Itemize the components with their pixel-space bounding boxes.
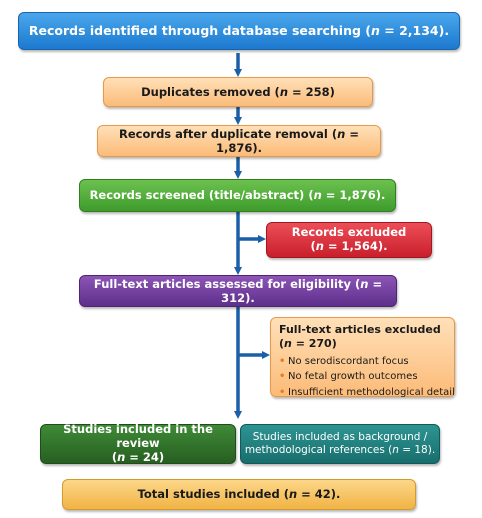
- bullet-icon: •: [279, 386, 286, 398]
- total-included-text: Total studies included (n = 42).: [137, 487, 341, 502]
- records-after-duplicates-box: Records after duplicate removal (n = 1,8…: [97, 125, 381, 157]
- bullet-icon: •: [279, 355, 286, 367]
- included-background-count: methodological references (n = 18).: [244, 444, 436, 456]
- included-background-text: Studies included as background / methodo…: [244, 431, 436, 456]
- records-identified-text: Records identified through database sear…: [28, 23, 450, 39]
- records-screened-text: Records screened (title/abstract) (n = 1…: [89, 188, 386, 203]
- bullet-icon: •: [279, 371, 286, 382]
- records-excluded-box: Records excluded (n = 1,564).: [266, 222, 432, 258]
- total-included-box: Total studies included (n = 42).: [62, 479, 416, 510]
- fulltext-excluded-box: Full-text articles excluded (n = 270) •N…: [270, 317, 455, 398]
- included-review-count: (n = 24): [111, 449, 165, 464]
- fulltext-excluded-title: Full-text articles excluded (n = 270): [279, 323, 446, 351]
- exclusion-reason: •No serodiscordant focus: [279, 354, 446, 370]
- records-after-duplicates-text: Records after duplicate removal (n = 1,8…: [119, 126, 359, 155]
- fulltext-assessed-text: Full-text articles assessed for eligibil…: [93, 276, 383, 305]
- included-review-box: Studies included in the review (n = 24): [40, 423, 236, 464]
- duplicates-removed-text: Duplicates removed (n = 258): [141, 84, 335, 99]
- records-screened-box: Records screened (title/abstract) (n = 1…: [79, 179, 396, 212]
- records-excluded-count: (n = 1,564).: [310, 239, 388, 253]
- included-background-box: Studies included as background / methodo…: [240, 424, 440, 464]
- arrow-group: [234, 53, 270, 419]
- fulltext-excluded-count: (n = 270): [279, 336, 337, 350]
- included-review-text: Studies included in the review (n = 24): [41, 423, 235, 464]
- fulltext-assessed-box: Full-text articles assessed for eligibil…: [79, 275, 397, 307]
- records-excluded-text: Records excluded (n = 1,564).: [291, 225, 407, 253]
- exclusion-reason: •No fetal growth outcomes: [279, 369, 446, 385]
- records-identified-box: Records identified through database sear…: [18, 12, 460, 50]
- duplicates-removed-box: Duplicates removed (n = 258): [103, 77, 373, 107]
- exclusion-reasons-list: •No serodiscordant focus •No fetal growt…: [279, 354, 455, 401]
- exclusion-reason: •Insufficient methodological detail: [279, 385, 455, 401]
